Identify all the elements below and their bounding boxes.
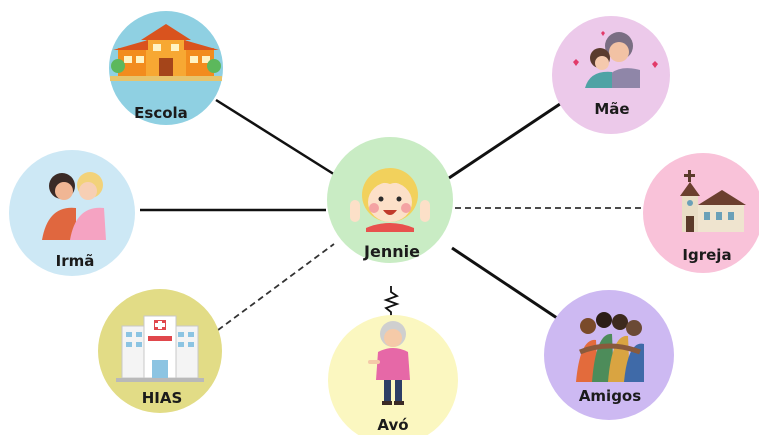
node-hias: HIAS [98,289,222,413]
node-amigos: Amigos [544,290,674,420]
girl-face-icon [350,168,430,232]
node-irma: Irmã [9,150,135,276]
edge-hias [217,243,335,331]
node-irma-label: Irmã [56,252,95,270]
node-jennie: Jennie [327,137,453,263]
edge-avo [383,286,400,318]
grandmother-icon [368,321,410,405]
node-jennie-label: Jennie [363,242,420,261]
node-hias-label: HIAS [142,389,183,407]
friends-group-icon [576,312,644,382]
mother-hug-icon [573,31,658,88]
edge-escola [215,98,341,180]
node-igreja-label: Igreja [682,246,731,264]
sisters-hug-icon [42,172,106,240]
hospital-icon [116,315,204,382]
node-mae: Mãe [552,16,670,134]
school-building-icon [110,24,222,81]
node-escola-label: Escola [134,104,188,122]
node-amigos-label: Amigos [579,387,641,405]
node-escola: Escola [109,11,223,125]
node-igreja: Igreja [643,153,759,273]
edge-amigos [451,246,561,322]
edge-mae [448,102,561,180]
node-mae-label: Mãe [594,100,629,118]
node-avo-label: Avó [377,416,408,434]
node-avo: Avó [328,315,458,435]
church-icon [680,170,746,232]
